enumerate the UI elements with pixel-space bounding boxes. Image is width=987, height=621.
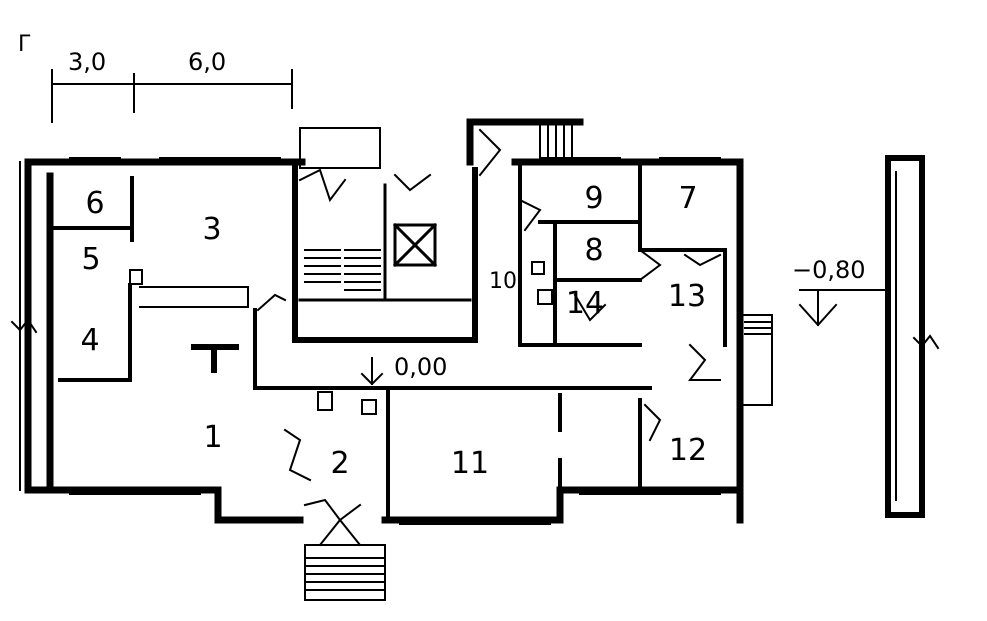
stair-treads: [304, 125, 573, 291]
room-label-7: 7: [678, 181, 698, 216]
interior-walls: [48, 160, 727, 522]
dimension-left-label: 3,0: [68, 48, 107, 76]
door-swings: [256, 128, 722, 547]
level-floor-label: 0,00: [394, 353, 448, 381]
section-profile: [885, 155, 925, 518]
windows: [69, 157, 721, 525]
fixtures: [129, 261, 553, 415]
room-label-12: 12: [668, 433, 708, 468]
room-label-13: 13: [667, 279, 707, 314]
break-marks: [10, 318, 940, 350]
dimension-right-label: 6,0: [188, 48, 227, 76]
stair-core: [292, 127, 478, 343]
level-marker-floor: [360, 357, 384, 386]
entrance-steps: [304, 544, 386, 601]
exterior-walls: [24, 118, 744, 524]
room-label-3: 3: [202, 212, 222, 247]
tee-symbol: [191, 344, 239, 373]
room-label-10: 10: [489, 269, 517, 294]
room-label-4: 4: [80, 323, 100, 358]
elevator: [392, 222, 438, 268]
room-label-14: 14: [565, 286, 605, 321]
level-marker-lower: [798, 289, 886, 327]
corner-mark: Г: [18, 32, 32, 57]
dimension-chain: [51, 69, 293, 123]
room-label-5: 5: [81, 242, 101, 277]
room-label-11: 11: [450, 446, 490, 481]
room-label-9: 9: [584, 181, 604, 216]
side-entrance: [741, 314, 773, 406]
room-label-8: 8: [584, 233, 604, 268]
room-label-6: 6: [85, 186, 105, 221]
room-label-2: 2: [330, 446, 350, 481]
room-label-1: 1: [203, 420, 223, 455]
level-lower-label: −0,80: [792, 256, 866, 284]
